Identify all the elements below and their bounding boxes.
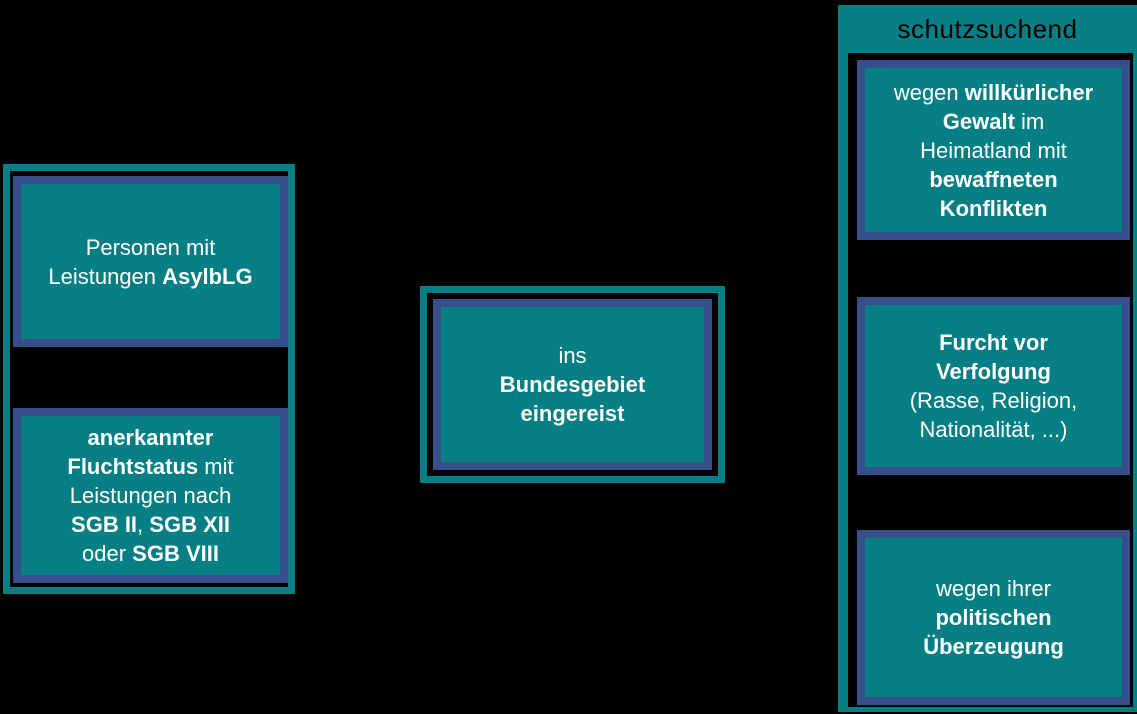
text-line: Personen mit <box>86 233 216 262</box>
text-segment: politischen <box>935 605 1052 630</box>
text-segment: wegen ihrer <box>936 576 1051 601</box>
text-segment: Konflikten <box>939 195 1048 221</box>
text-segment: eingereist <box>520 401 625 426</box>
text-segment: Verfolgung <box>936 359 1051 384</box>
text-line: Gewalt im <box>943 107 1044 136</box>
text-segment: , <box>137 512 150 537</box>
text-line: SGB II, SGB XII <box>71 510 230 539</box>
text-line: Leistungen AsylbLG <box>48 262 252 291</box>
text-line: eingereist <box>521 399 625 428</box>
text-segment: wegen <box>893 79 965 105</box>
text-segment: SGB VIII <box>132 541 219 566</box>
text-line: Konflikten <box>940 194 1048 223</box>
text-line: anerkannter <box>88 423 214 452</box>
text-segment: Personen mit <box>85 234 216 260</box>
text-segment: (Rasse, Religion, <box>909 388 1078 413</box>
text-line: Heimatland mit <box>920 136 1067 165</box>
text-line: Fluchtstatus mit <box>67 452 233 481</box>
text-segment: oder <box>82 541 133 566</box>
text-segment: AsylbLG <box>162 263 253 289</box>
text-segment: Bundesgebiet <box>499 372 646 397</box>
text-segment: mit <box>198 454 234 479</box>
text-line: ins <box>558 341 586 370</box>
right-column-header: schutzsuchend <box>897 13 1078 44</box>
text-segment: Fluchtstatus <box>67 454 199 479</box>
text-segment: Nationalität, ...) <box>919 417 1068 442</box>
text-line: Leistungen nach <box>70 481 231 510</box>
text-segment: im <box>1014 108 1045 134</box>
text-segment: Überzeugung <box>923 634 1064 659</box>
text-segment: willkürlicher <box>964 79 1094 105</box>
text-line: Überzeugung <box>923 632 1064 661</box>
text-segment: SGB XII <box>149 512 230 537</box>
text-segment: Furcht vor <box>939 330 1048 355</box>
text-segment: Leistungen <box>48 263 163 289</box>
text-line: Verfolgung <box>936 357 1051 386</box>
text-line: oder SGB VIII <box>82 539 219 568</box>
text-line: Bundesgebiet <box>500 370 645 399</box>
text-segment: SGB II <box>71 512 138 537</box>
text-segment: anerkannter <box>87 425 214 450</box>
text-line: Nationalität, ...) <box>920 415 1068 444</box>
text-segment: bewaffneten <box>929 166 1058 192</box>
text-line: Furcht vor <box>939 328 1048 357</box>
text-line: politischen <box>935 603 1051 632</box>
text-segment: Gewalt <box>942 108 1015 134</box>
text-line: wegen ihrer <box>936 574 1051 603</box>
text-segment: Leistungen nach <box>69 483 232 508</box>
text-line: wegen willkürlicher <box>894 78 1093 107</box>
text-segment: Heimatland mit <box>920 137 1067 163</box>
text-segment: ins <box>558 343 587 368</box>
text-line: bewaffneten <box>929 165 1057 194</box>
text-line: (Rasse, Religion, <box>910 386 1078 415</box>
